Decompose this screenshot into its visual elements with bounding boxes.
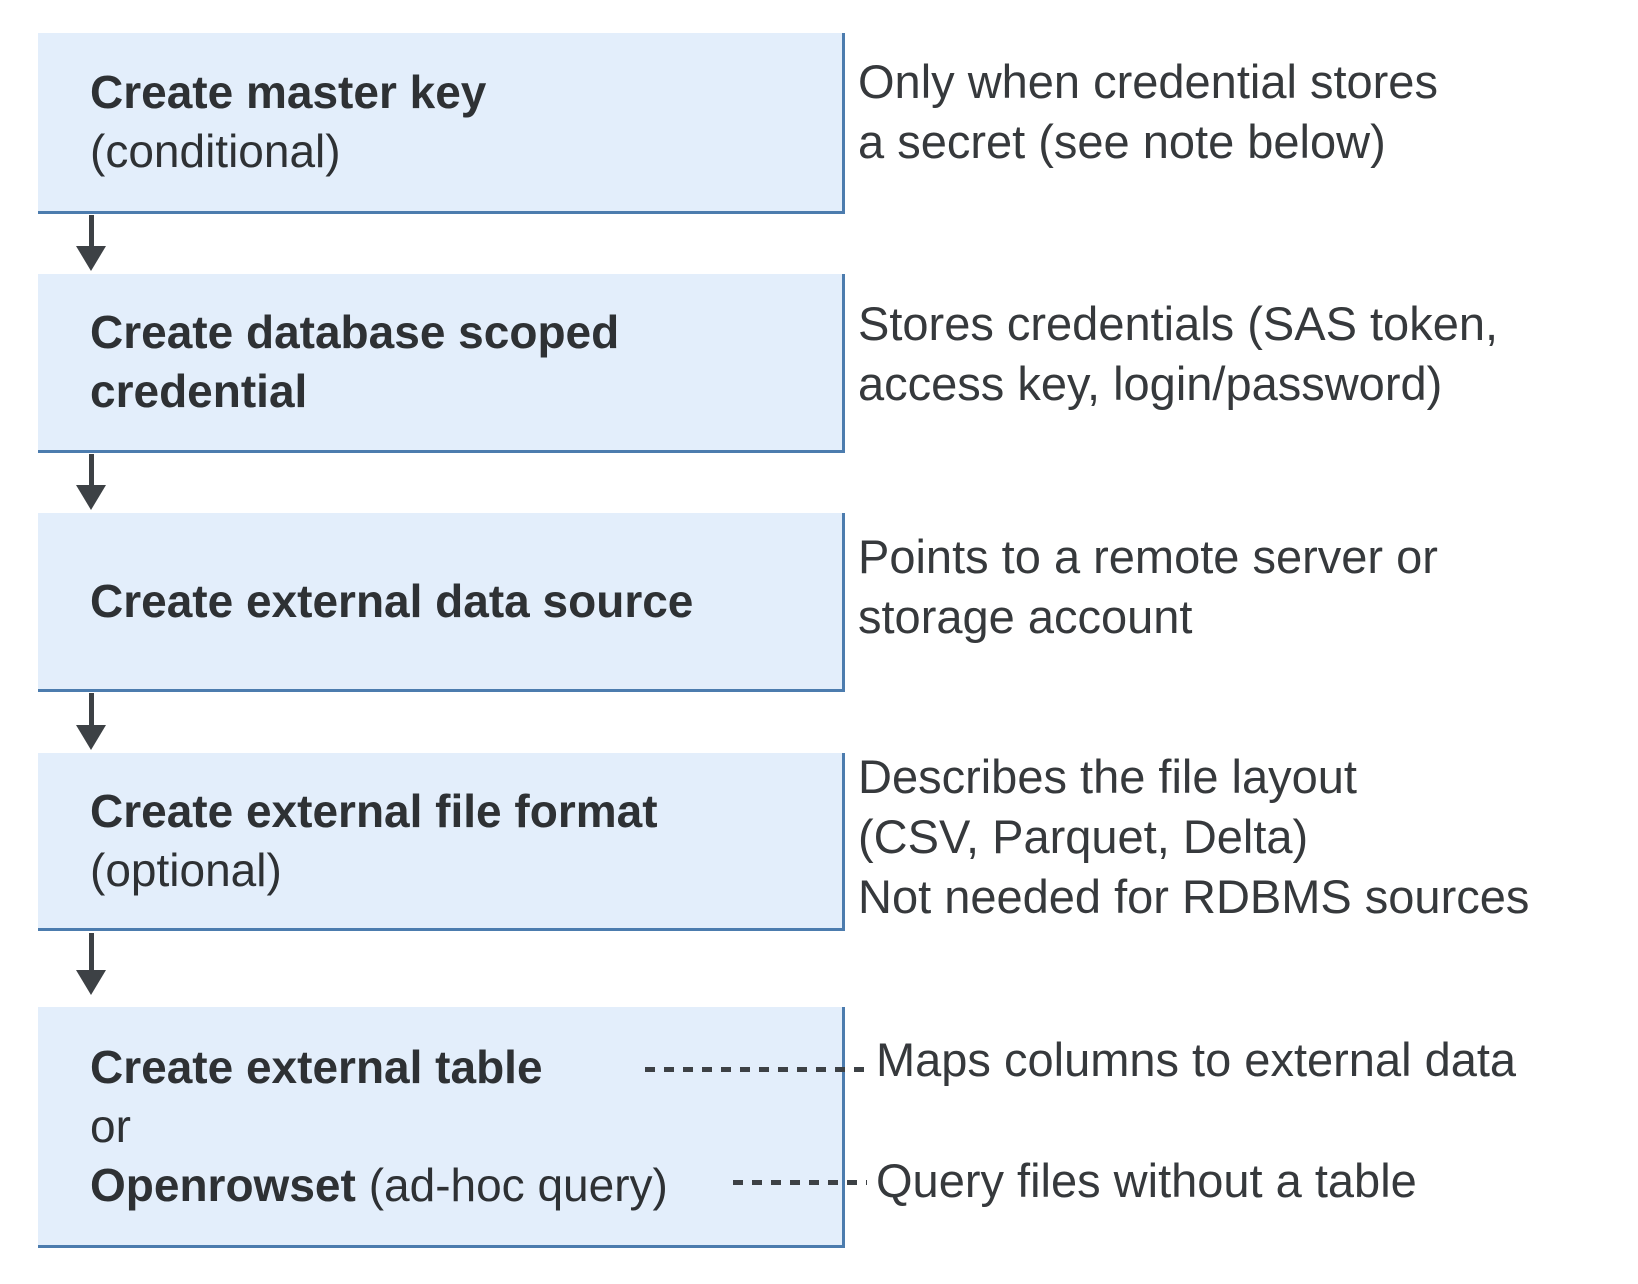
step-box-external-table-or-openrowset: Create external table or Openrowset(ad-h… <box>38 1007 845 1248</box>
or-label: or <box>90 1099 131 1152</box>
step-description-data-source: Points to a remote server or storage acc… <box>858 530 1438 643</box>
arrow-shaft <box>88 215 94 246</box>
arrow-shaft <box>88 693 94 725</box>
arrow-head <box>76 246 106 271</box>
flow-down-arrow-icon <box>75 933 107 995</box>
flow-down-arrow-icon <box>75 454 107 510</box>
dashed-connector-openrowset <box>733 1180 867 1185</box>
arrow-shaft <box>88 454 94 485</box>
step-note: (optional) <box>90 843 282 896</box>
step-title: Create master key <box>90 66 487 118</box>
step-title: Create external data source <box>90 574 694 627</box>
step-box-create-master-key: Create master key (conditional) <box>38 33 845 214</box>
step-title: Create database scoped credential <box>90 306 620 417</box>
arrow-head <box>76 725 106 750</box>
step-title: Create external file format <box>90 784 658 837</box>
step-title-openrowset-line: Openrowset(ad-hoc query) <box>90 1156 828 1215</box>
arrow-shaft <box>88 933 94 970</box>
step-title-external-table: Create external table <box>90 1040 543 1093</box>
step-description-credential: Stores credentials (SAS token, access ke… <box>858 297 1499 410</box>
step-note-adhoc-query: (ad-hoc query) <box>368 1158 668 1211</box>
step-description-external-table: Maps columns to external data <box>876 1033 1517 1086</box>
step-description-openrowset: Query files without a table <box>876 1154 1417 1207</box>
step-note: (conditional) <box>90 125 341 177</box>
dashed-connector-external-table <box>645 1067 867 1072</box>
step-box-external-data-source: Create external data source <box>38 513 845 692</box>
step-title-openrowset: Openrowset <box>90 1158 356 1211</box>
arrow-head <box>76 485 106 510</box>
step-description-master-key: Only when credential stores a secret (se… <box>858 55 1438 168</box>
step-description-file-format: Describes the file layout (CSV, Parquet,… <box>858 750 1530 923</box>
step-box-external-file-format: Create external file format (optional) <box>38 753 845 931</box>
arrow-head <box>76 970 106 995</box>
flow-down-arrow-icon <box>75 215 107 271</box>
step-box-database-scoped-credential: Create database scoped credential <box>38 274 845 453</box>
flow-down-arrow-icon <box>75 693 107 750</box>
